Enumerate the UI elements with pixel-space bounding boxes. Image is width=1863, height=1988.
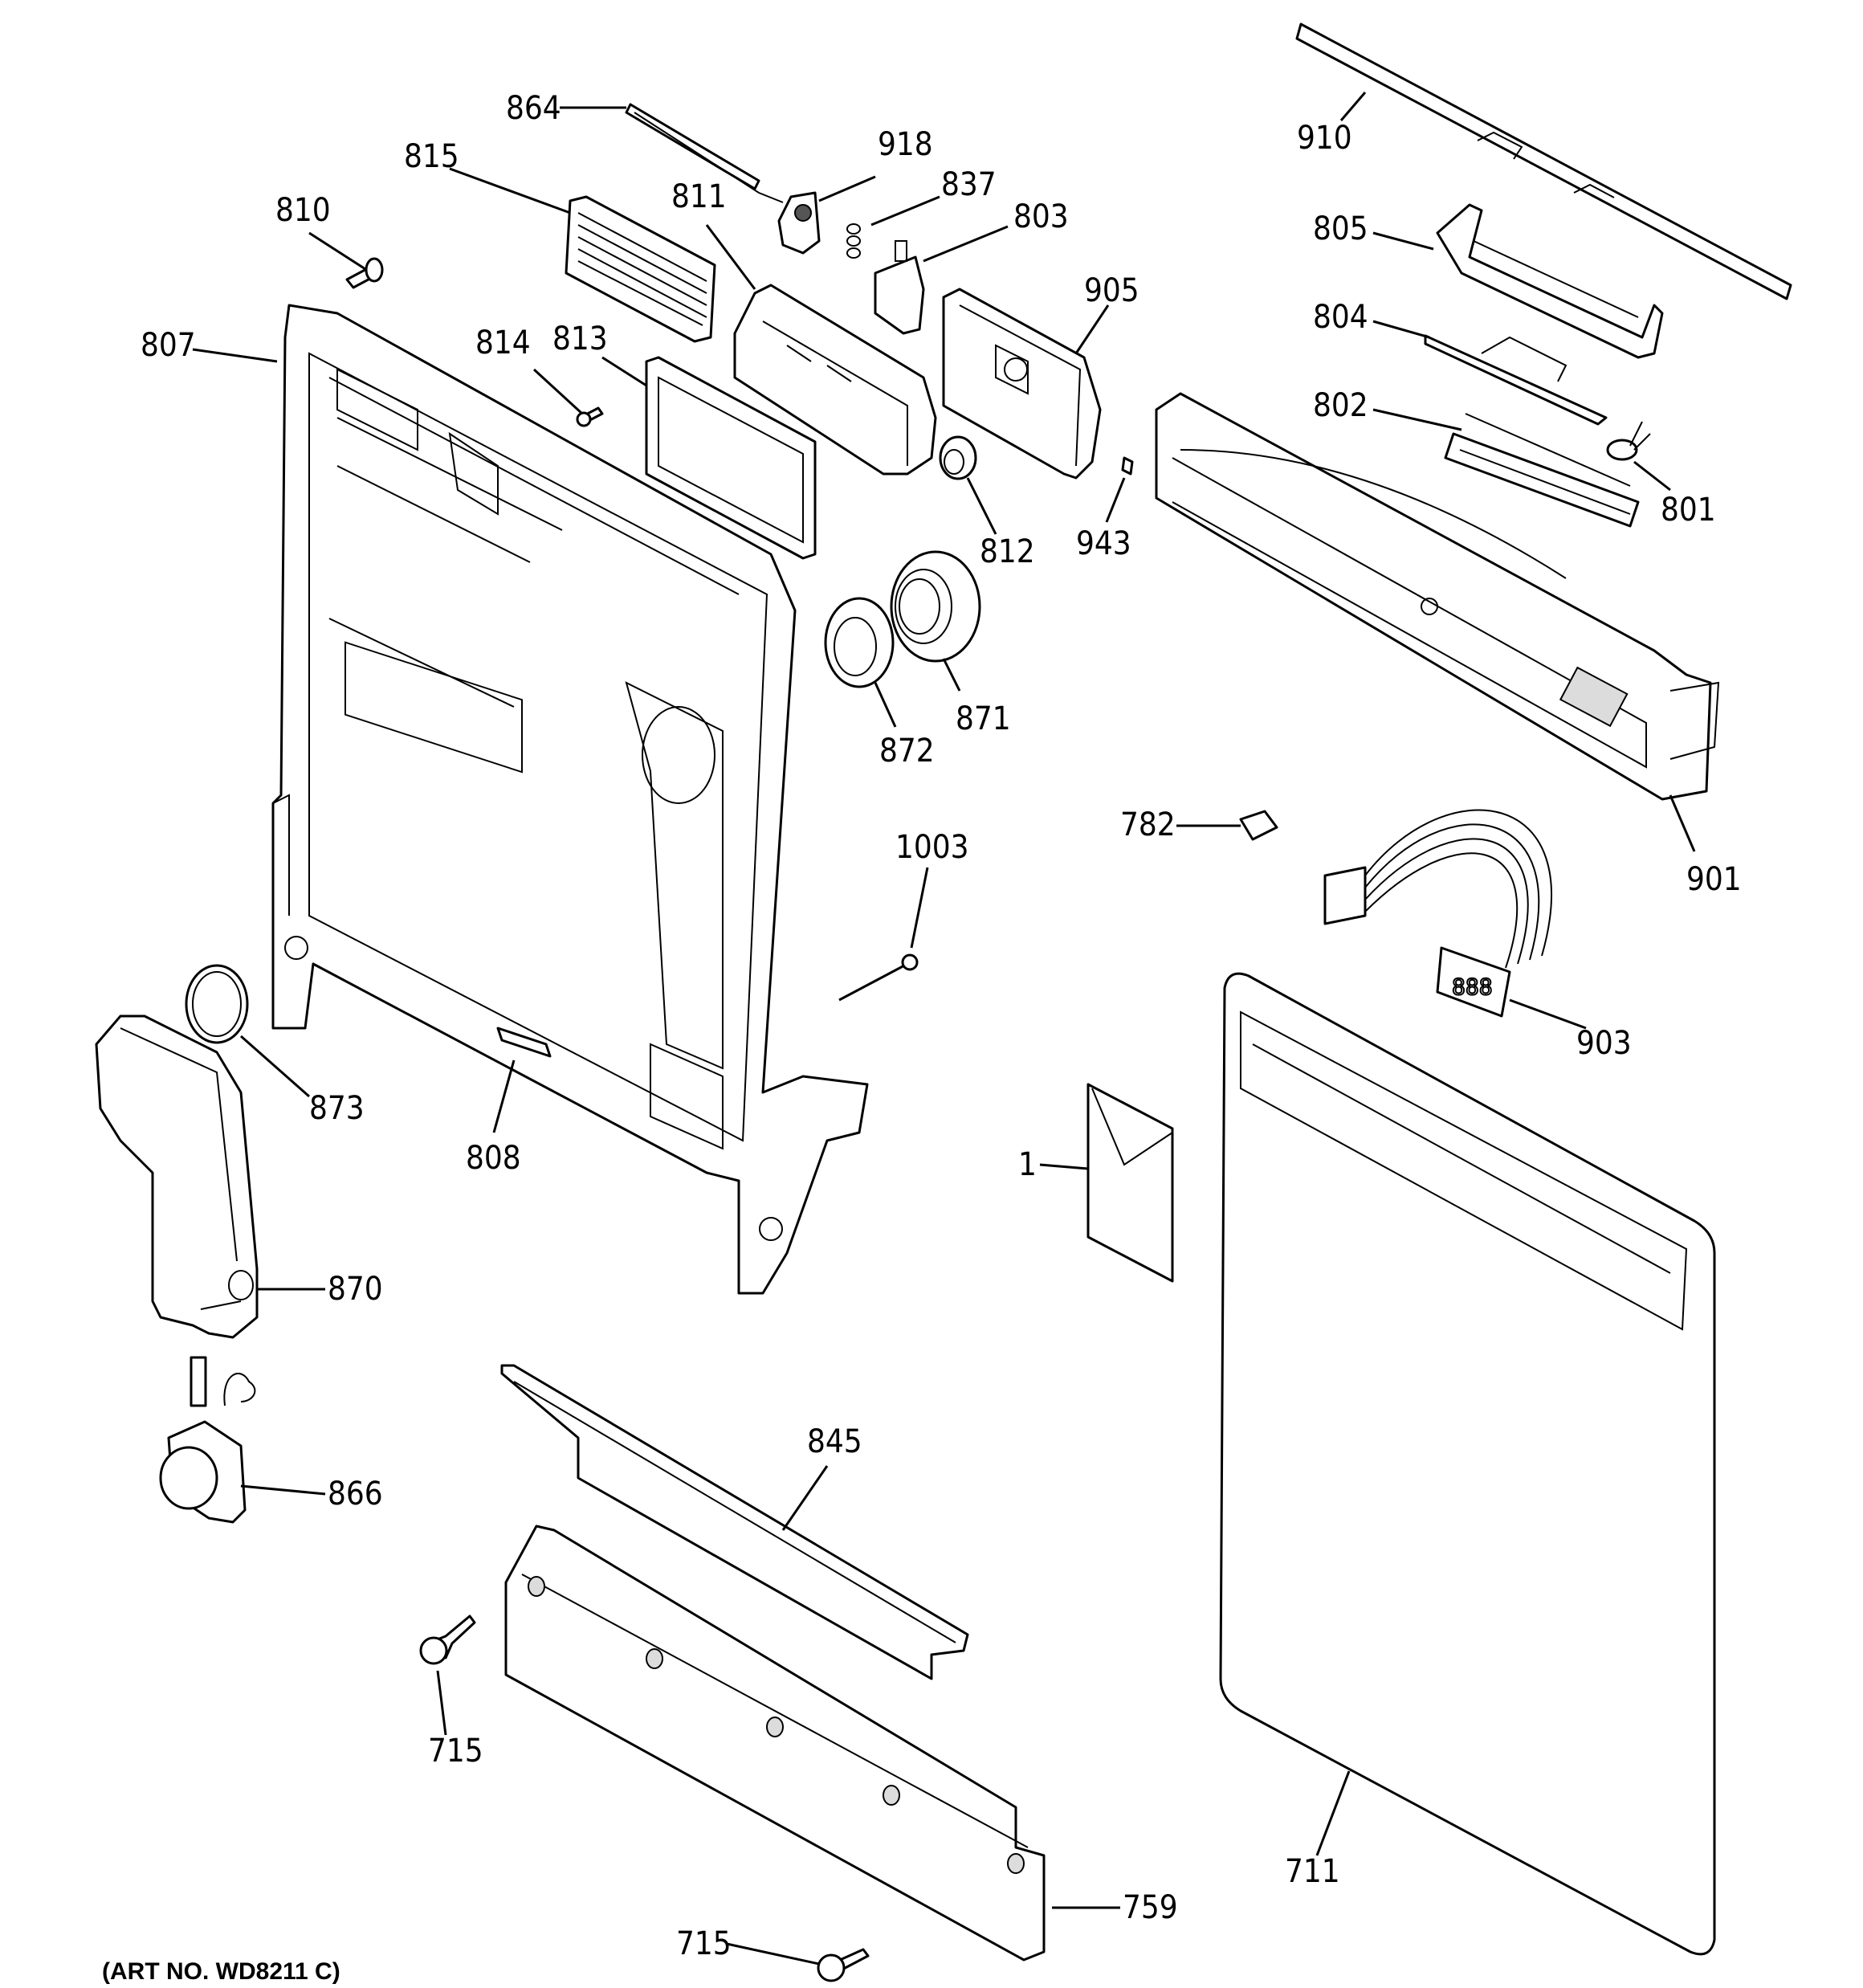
callout-871: 871 <box>956 700 1011 737</box>
callout-810: 810 <box>275 192 331 229</box>
part-812-knob <box>939 435 977 480</box>
callout-918: 918 <box>878 126 933 163</box>
part-811-housing <box>733 284 937 476</box>
art-number: (ART NO. WD8211 C) <box>102 1958 340 1985</box>
part-943-screw <box>1121 456 1134 476</box>
callout-901: 901 <box>1686 861 1742 898</box>
callout-715-lower: 715 <box>676 1925 732 1962</box>
part-910-top-strip <box>1295 22 1792 300</box>
part-814-screw <box>576 406 604 427</box>
part-802-hinge <box>1444 413 1640 528</box>
callout-812: 812 <box>980 533 1035 570</box>
callout-845: 845 <box>807 1423 862 1460</box>
part-918-switch <box>777 191 821 255</box>
callout-811: 811 <box>671 178 727 215</box>
callout-808: 808 <box>466 1140 521 1177</box>
part-804-rod <box>1424 334 1608 426</box>
part-715-screw-lower <box>817 1948 870 1982</box>
callout-910: 910 <box>1297 120 1352 157</box>
callout-815: 815 <box>404 138 459 175</box>
callout-943: 943 <box>1076 525 1131 562</box>
part-870-cover <box>95 1014 259 1339</box>
callout-802: 802 <box>1313 387 1368 424</box>
callout-804: 804 <box>1313 299 1368 336</box>
callout-759: 759 <box>1123 1889 1178 1926</box>
part-871-nut-ring <box>890 550 981 663</box>
part-845-kick-plate <box>500 1364 969 1680</box>
part-805-bracket <box>1436 203 1664 359</box>
callout-1003: 1003 <box>895 829 969 866</box>
part-715-screw-upper <box>419 1614 476 1665</box>
callout-805: 805 <box>1313 210 1368 247</box>
part-813-gasket <box>645 356 817 560</box>
part-903-harness: 888 <box>1323 809 1552 1018</box>
callout-905: 905 <box>1084 272 1139 309</box>
part-866-valve <box>159 1356 256 1524</box>
part-872-seal-ring <box>824 597 895 688</box>
part-807-inner-door-panel <box>271 304 869 1295</box>
callout-814: 814 <box>475 325 531 361</box>
part-873-o-ring <box>185 964 249 1044</box>
svg-text:888: 888 <box>1452 974 1493 1000</box>
part-782-connector <box>1239 810 1278 841</box>
part-1003-long-screw <box>838 953 919 1002</box>
callout-715-upper: 715 <box>428 1733 483 1770</box>
callout-837: 837 <box>941 166 997 203</box>
part-711-outer-door-panel <box>1219 972 1716 1956</box>
callout-873: 873 <box>309 1090 365 1127</box>
callout-labels: 864 918 815 837 811 803 810 905 807 814 … <box>141 90 1742 1962</box>
callout-711: 711 <box>1285 1853 1340 1890</box>
part-803-interlock <box>874 240 925 335</box>
callout-870: 870 <box>328 1271 383 1308</box>
callout-813: 813 <box>552 320 608 357</box>
part-801-spring <box>1606 421 1651 461</box>
callout-807: 807 <box>141 327 196 364</box>
part-901-control-panel <box>1155 392 1720 801</box>
callout-1: 1 <box>1018 1146 1037 1183</box>
part-837-spring <box>846 223 862 259</box>
callout-864: 864 <box>506 90 561 127</box>
callout-872: 872 <box>879 733 935 769</box>
leader-lines <box>192 92 1696 1966</box>
callout-903: 903 <box>1576 1025 1632 1062</box>
part-815-vent-grille <box>565 195 716 343</box>
part-810-screw <box>345 257 384 289</box>
callout-801: 801 <box>1661 492 1716 529</box>
part-808-clip <box>496 1027 552 1058</box>
callout-782: 782 <box>1120 806 1176 843</box>
callout-803: 803 <box>1013 198 1069 235</box>
part-759-toe-kick <box>504 1525 1046 1961</box>
callout-866: 866 <box>328 1476 383 1512</box>
part-905-control-board <box>942 288 1102 480</box>
part-864-strip <box>625 103 784 203</box>
part-1-literature <box>1086 1083 1174 1283</box>
